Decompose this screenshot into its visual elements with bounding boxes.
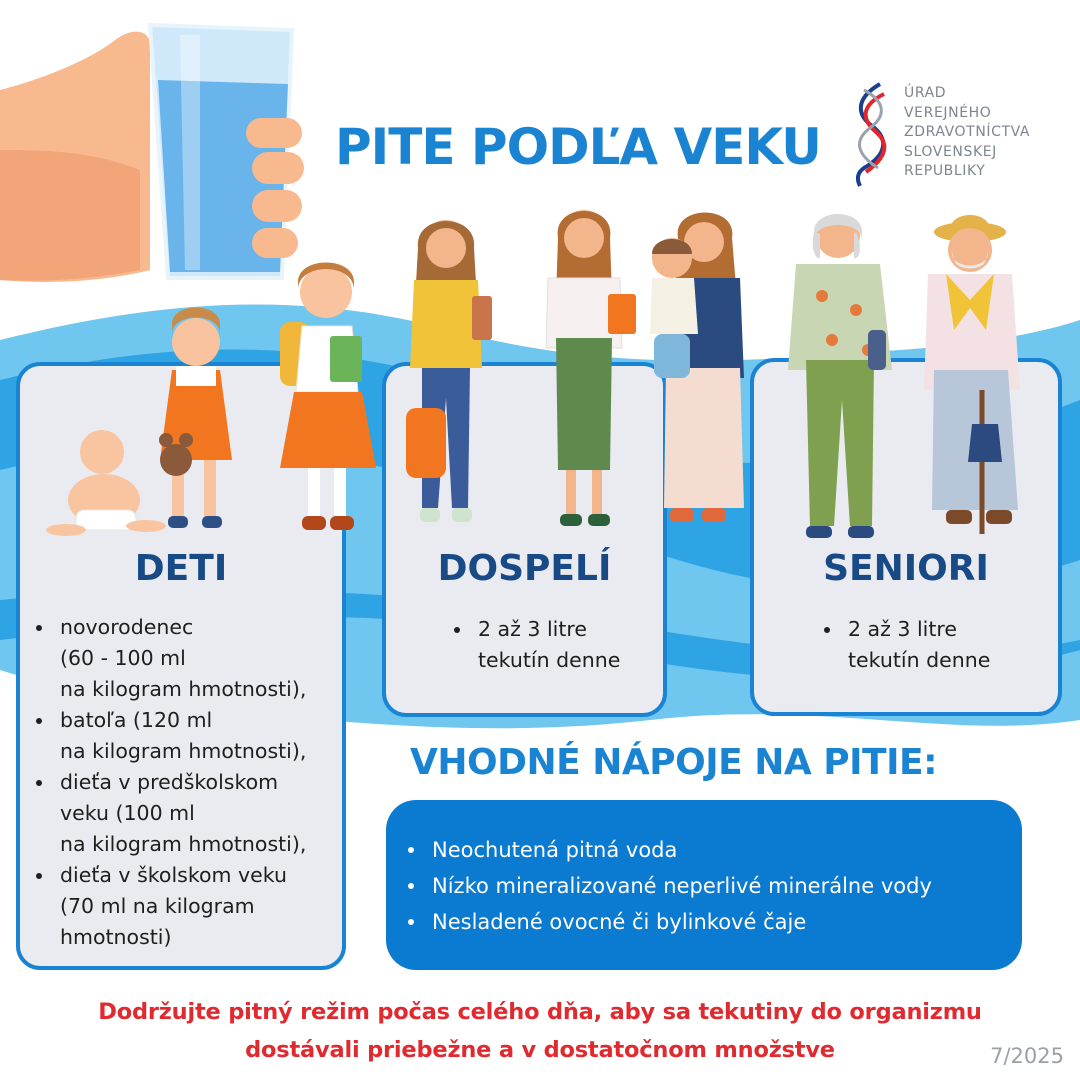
children-list: novorodenec (60 - 100 ml na kilogram hmo… (36, 612, 346, 953)
list-line: (70 ml na kilogram (60, 894, 255, 918)
drinks-box: Neochutená pitná voda Nízko mineralizova… (386, 800, 1022, 970)
institution-name: ÚRAD VEREJNÉHO ZDRAVOTNÍCTVA SLOVENSKEJ … (904, 84, 1030, 182)
logo-line: ÚRAD (904, 85, 947, 101)
list-line: novorodenec (60, 615, 194, 639)
seniors-list: 2 až 3 litre tekutín denne (824, 614, 1054, 676)
list-line: dieťa v školskom veku (60, 863, 287, 887)
list-line: veku (100 ml (60, 801, 195, 825)
list-item: Nízko mineralizované neperlivé minerálne… (408, 868, 932, 904)
page-title: PITE PODĽA VEKU (335, 118, 822, 176)
list-item: 2 až 3 litre tekutín denne (824, 614, 1054, 676)
adults-list: 2 až 3 litre tekutín denne (454, 614, 664, 676)
helix-logo-icon (855, 82, 887, 187)
list-line: tekutín denne (848, 648, 991, 672)
list-line: na kilogram hmotnosti), (60, 832, 307, 856)
logo-line: ZDRAVOTNÍCTVA (904, 124, 1031, 140)
institution-logo: ÚRAD VEREJNÉHO ZDRAVOTNÍCTVA SLOVENSKEJ … (850, 80, 1050, 190)
logo-line: REPUBLIKY (904, 163, 986, 179)
list-line: tekutín denne (478, 648, 621, 672)
logo-line: VEREJNÉHO (904, 104, 992, 121)
list-item: dieťa v školskom veku (70 ml na kilogram… (36, 860, 346, 953)
drinks-list: Neochutená pitná voda Nízko mineralizova… (408, 832, 932, 940)
list-line: dieťa v predškolskom (60, 770, 279, 794)
card-heading-seniors: SENIORI (823, 548, 989, 589)
footer-line: dostávali priebežne a v dostatočnom množ… (245, 1037, 835, 1063)
list-line: na kilogram hmotnosti), (60, 677, 307, 701)
footer-note: Dodržujte pitný režim počas celého dňa, … (0, 993, 1080, 1069)
list-item: batoľa (120 ml na kilogram hmotnosti), (36, 705, 346, 767)
adults-illustration (406, 210, 744, 526)
drinks-heading: VHODNÉ NÁPOJE NA PITIE: (410, 742, 937, 783)
list-item: dieťa v predškolskom veku (100 ml na kil… (36, 767, 346, 860)
list-line: 2 až 3 litre (848, 617, 957, 641)
logo-line: SLOVENSKEJ (904, 143, 997, 160)
list-line: 2 až 3 litre (478, 617, 587, 641)
list-line: hmotnosti) (60, 925, 172, 949)
issue-date: 7/2025 (990, 1044, 1064, 1068)
hand-glass-illustration (0, 22, 304, 282)
list-item: novorodenec (60 - 100 ml na kilogram hmo… (36, 612, 346, 705)
list-line: batoľa (120 ml (60, 708, 213, 732)
list-item: 2 až 3 litre tekutín denne (454, 614, 664, 676)
list-item: Nesladené ovocné či bylinkové čaje (408, 904, 932, 940)
footer-line: Dodržujte pitný režim počas celého dňa, … (98, 999, 982, 1025)
list-line: na kilogram hmotnosti), (60, 739, 307, 763)
card-heading-adults: DOSPELÍ (437, 548, 612, 589)
children-illustration (46, 262, 376, 536)
list-line: (60 - 100 ml (60, 646, 186, 670)
card-heading-children: DETI (134, 548, 228, 589)
seniors-illustration (788, 214, 1020, 538)
list-item: Neochutená pitná voda (408, 832, 932, 868)
